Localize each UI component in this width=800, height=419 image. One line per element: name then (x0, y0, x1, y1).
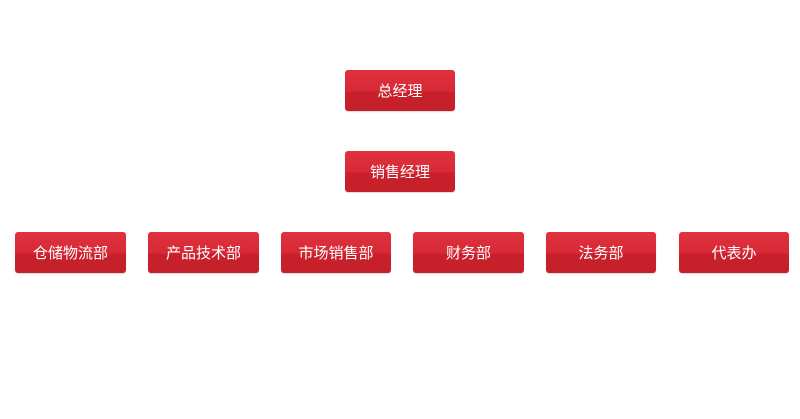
node-label: 仓储物流部 (32, 244, 108, 262)
node-label: 财务部 (445, 244, 491, 262)
node-department: 仓储物流部 (15, 232, 126, 273)
node-department: 代表办 (679, 232, 789, 273)
node-sales-manager: 销售经理 (345, 151, 455, 192)
node-label: 总经理 (377, 82, 423, 100)
node-department: 财务部 (413, 232, 524, 273)
node-label: 销售经理 (369, 163, 430, 181)
node-label: 法务部 (578, 244, 624, 262)
node-department: 产品技术部 (148, 232, 259, 273)
node-department: 法务部 (546, 232, 656, 273)
node-department: 市场销售部 (281, 232, 391, 273)
node-label: 代表办 (711, 244, 757, 262)
node-general-manager: 总经理 (345, 70, 455, 111)
node-label: 产品技术部 (165, 244, 241, 262)
node-label: 市场销售部 (298, 244, 374, 262)
